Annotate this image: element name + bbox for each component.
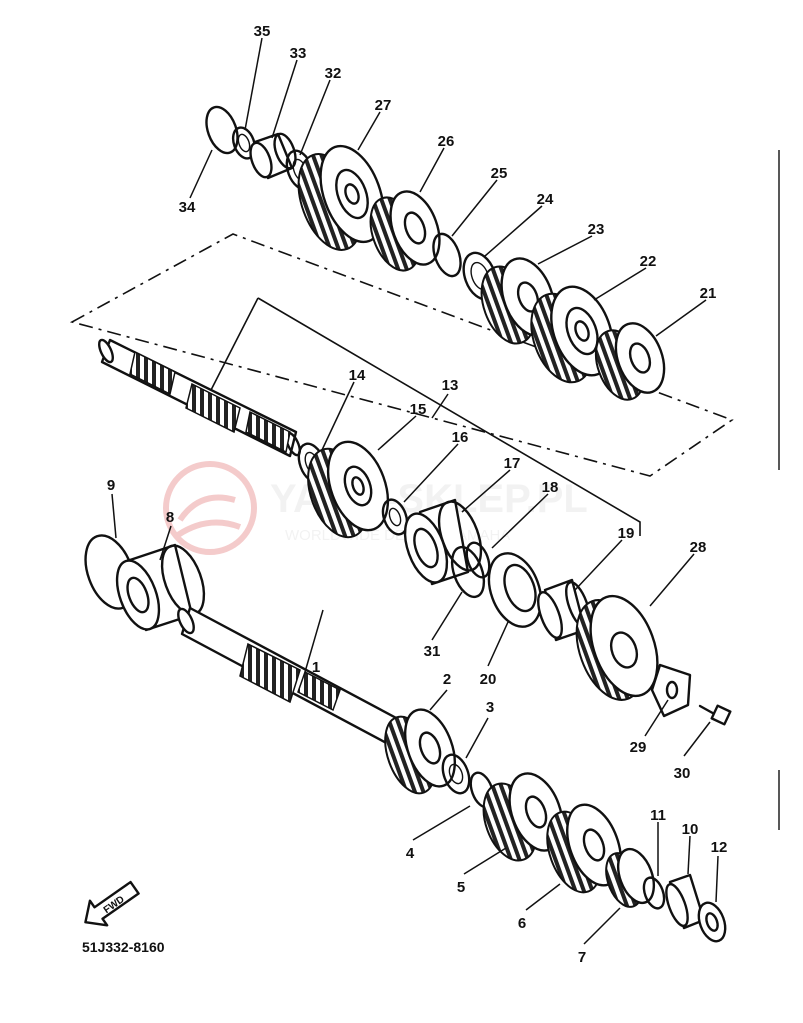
part-code: 51J332-8160 (82, 939, 165, 955)
main-shaft-1 (177, 606, 402, 748)
callout-31: 31 (424, 643, 441, 660)
callout-30: 30 (674, 765, 691, 782)
gear-23 (480, 257, 556, 345)
washer-16 (381, 498, 409, 536)
callout-21: 21 (700, 285, 717, 302)
callout-23: 23 (588, 221, 605, 238)
callout-3: 3 (486, 699, 494, 716)
washer-31 (450, 545, 486, 599)
callout-11: 11 (650, 807, 666, 824)
callout-27: 27 (375, 97, 392, 114)
callout-5: 5 (457, 879, 465, 896)
gear-15 (307, 440, 390, 539)
callout-25: 25 (491, 165, 508, 182)
circlip-34 (205, 105, 239, 155)
callout-18: 18 (542, 479, 559, 496)
bearing-10 (665, 873, 706, 930)
gear-21 (594, 322, 666, 401)
callout-12: 12 (711, 839, 728, 856)
gear-27 (297, 144, 385, 251)
callout-14: 14 (349, 367, 366, 384)
gear-26 (369, 190, 441, 272)
lock-washer-29 (650, 663, 692, 718)
callout-4: 4 (406, 845, 415, 862)
callout-15: 15 (410, 401, 427, 418)
bolt-30 (698, 704, 732, 726)
countershaft-group-outline (69, 233, 734, 477)
callout-9: 9 (107, 477, 115, 494)
callout-16: 16 (452, 429, 469, 446)
callout-32: 32 (325, 65, 342, 82)
callout-28: 28 (690, 539, 707, 556)
main-axle-13 (97, 338, 302, 458)
callout-24: 24 (537, 191, 554, 208)
callout-17: 17 (504, 455, 521, 472)
sprocket-28 (575, 594, 659, 701)
callout-2: 2 (443, 671, 451, 688)
callout-26: 26 (438, 133, 455, 150)
washer-11 (642, 876, 666, 910)
callout-8: 8 (166, 509, 174, 526)
fwd-arrow-icon: FWD (84, 880, 140, 927)
watermark-logo (163, 461, 257, 555)
leader-lines (111, 37, 719, 945)
callout-34: 34 (179, 199, 196, 216)
callout-20: 20 (480, 671, 497, 688)
circlip-25 (432, 232, 462, 278)
bearing-33 (249, 132, 297, 180)
callout-33: 33 (290, 45, 307, 62)
callout-7: 7 (578, 949, 586, 966)
callout-labels: 1 2 3 4 5 6 7 8 9 10 11 12 13 14 15 16 1… (107, 23, 728, 966)
callout-13: 13 (442, 377, 459, 394)
callout-35: 35 (254, 23, 271, 40)
washer-3 (441, 753, 471, 795)
callout-6: 6 (518, 915, 526, 932)
collar-19 (537, 578, 591, 642)
bearing-17 (403, 498, 483, 586)
callout-22: 22 (640, 253, 657, 270)
callout-1: 1 (312, 659, 320, 676)
main-axle-group-outline (257, 297, 641, 536)
callout-29: 29 (630, 739, 647, 756)
bearing-12 (697, 901, 727, 943)
callout-19: 19 (618, 525, 635, 542)
callout-10: 10 (682, 821, 699, 838)
washer-35 (231, 126, 257, 160)
oil-seal-20 (487, 552, 543, 628)
